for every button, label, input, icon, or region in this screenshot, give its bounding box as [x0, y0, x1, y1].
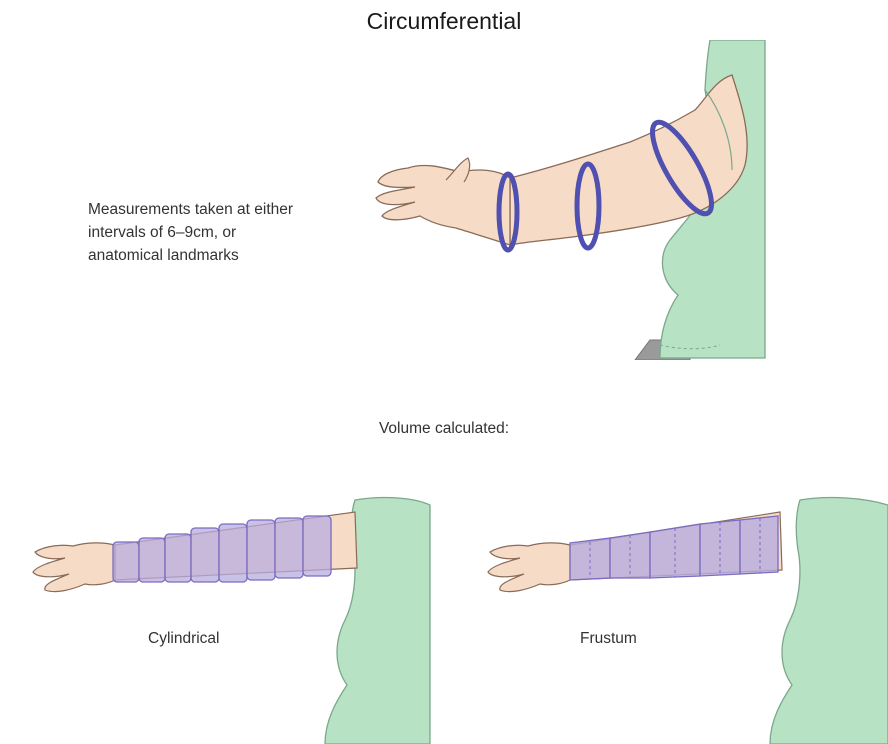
- method-label-frustum: Frustum: [580, 630, 637, 648]
- arm-illustration-top: [360, 40, 770, 360]
- arm-illustration-cylindrical: [25, 490, 435, 744]
- cylinder-segment: [113, 542, 139, 582]
- volume-calculated-label: Volume calculated:: [0, 420, 888, 438]
- measurement-description: Measurements taken at either intervals o…: [88, 198, 358, 267]
- cylinder-segment: [247, 520, 275, 580]
- figure-title: Circumferential: [0, 8, 888, 35]
- description-line-2: intervals of 6–9cm, or: [88, 221, 358, 244]
- description-line-3: anatomical landmarks: [88, 244, 358, 267]
- cylinder-segment: [303, 516, 331, 576]
- cylinder-segment: [165, 534, 191, 582]
- cylinder-segment: [139, 538, 165, 582]
- method-label-cylindrical: Cylindrical: [148, 630, 220, 648]
- arm-illustration-frustum: [470, 490, 888, 744]
- frustum-segment: [650, 524, 700, 578]
- frustum-segments: [570, 516, 778, 580]
- frustum-segment: [740, 516, 778, 574]
- description-line-1: Measurements taken at either: [88, 198, 358, 221]
- cylinder-segment: [275, 518, 303, 578]
- cylinder-segment: [219, 524, 247, 582]
- cylinder-segment: [191, 528, 219, 582]
- cylinder-segments: [113, 516, 331, 582]
